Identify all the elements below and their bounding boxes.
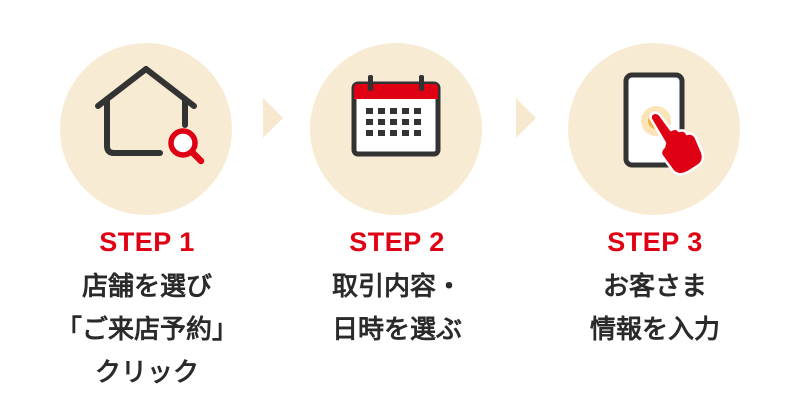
step-1-label: STEP 1 — [99, 227, 195, 257]
step-1-line-3: クリック — [94, 358, 199, 388]
step-2-icon-circle — [310, 43, 482, 215]
step-2-line-2: 日時を選ぶ — [331, 315, 462, 345]
step-3-icon-circle — [568, 43, 740, 215]
smartphone-tap-icon — [623, 72, 705, 176]
chevron-right-icon — [516, 98, 536, 138]
step-3-label: STEP 3 — [607, 227, 703, 257]
step-1-line-1: 店舗を選び — [81, 272, 212, 302]
house-search-icon — [95, 66, 205, 165]
step-3: STEP 3 お客さま 情報を入力 — [545, 0, 765, 400]
step-3-line-1: お客さま — [602, 272, 707, 302]
step-3-description: お客さま 情報を入力 — [545, 266, 765, 352]
step-1-description: 店舗を選び 「ご来店予約」 クリック — [37, 266, 257, 395]
step-2-line-1: 取引内容・ — [331, 272, 462, 302]
step-2-description: 取引内容・ 日時を選ぶ — [287, 266, 507, 352]
step-1-line-2: 「ご来店予約」 — [55, 315, 238, 345]
calendar-icon — [351, 75, 441, 157]
step-2-label: STEP 2 — [349, 227, 445, 257]
step-2: STEP 2 取引内容・ 日時を選ぶ — [287, 0, 507, 400]
step-1-icon-circle — [60, 43, 232, 215]
step-3-line-2: 情報を入力 — [589, 315, 720, 345]
step-1: STEP 1 店舗を選び 「ご来店予約」 クリック — [37, 0, 257, 400]
chevron-right-icon — [263, 98, 283, 138]
